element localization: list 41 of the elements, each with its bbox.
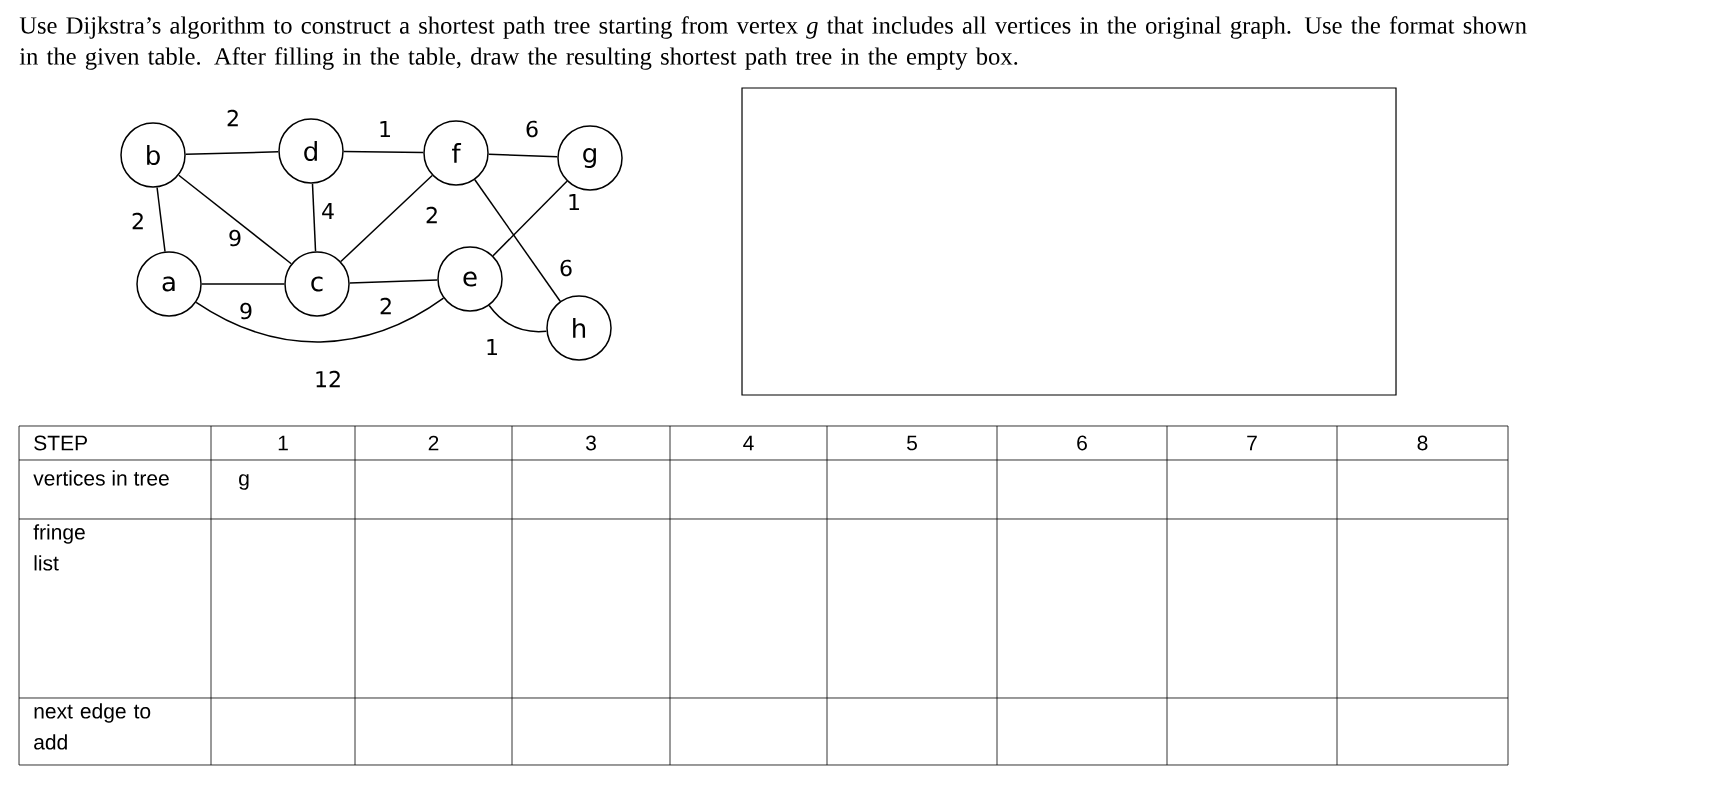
graph-edge [185, 151, 280, 155]
table-label: fringe list [33, 524, 85, 571]
table-label: g [239, 474, 249, 490]
graph-edge [474, 179, 561, 302]
answer-box [741, 87, 1397, 396]
edge-weight: 1 [377, 120, 393, 138]
graph-edge [311, 182, 317, 253]
table-label: next edge to add [34, 703, 151, 750]
edge-weight: 2 [130, 211, 146, 231]
edge-weight: 2 [378, 296, 394, 316]
table-label: 8 [1417, 435, 1428, 451]
edge-weight: 1 [566, 193, 582, 211]
edge-weight: 9 [227, 228, 243, 248]
graph-edge [488, 153, 559, 158]
edge-weight: 6 [558, 258, 574, 278]
graph-edge [201, 283, 285, 285]
edge-weight: 12 [313, 369, 343, 389]
edge-weight: 9 [238, 301, 254, 321]
table-label: 2 [428, 435, 439, 451]
table-label: 6 [1077, 435, 1087, 451]
table-label: vertices in tree [33, 470, 169, 486]
edge-weight: 6 [524, 119, 540, 139]
graph-edge [178, 174, 293, 265]
graph-edge [492, 180, 568, 257]
edge-weight: 1 [484, 338, 500, 356]
edge-weight: 2 [225, 108, 241, 128]
edge-weight: 4 [320, 202, 336, 220]
question-text: Use Dijkstra’s algorithm to construct a shortest path tree starting from vertex g that includes all vertices in the original graph. Use the format shown in the given table. After filling in the table, draw the resulting shortest path tree in the empty box. [19, 16, 1527, 70]
graph-edge [340, 174, 433, 263]
graph-edge [156, 186, 166, 253]
table-label: STEP [34, 435, 87, 451]
table-label: 4 [743, 435, 754, 451]
edge-weight: 2 [424, 205, 440, 225]
table-label: 3 [585, 435, 596, 451]
table-label: 7 [1247, 435, 1257, 451]
graph-edge [488, 304, 548, 333]
graph-edge [349, 279, 439, 284]
graph-edge [343, 150, 424, 154]
graph-edge [195, 297, 445, 343]
table-label: 1 [278, 435, 288, 451]
table-label: 5 [907, 435, 917, 451]
